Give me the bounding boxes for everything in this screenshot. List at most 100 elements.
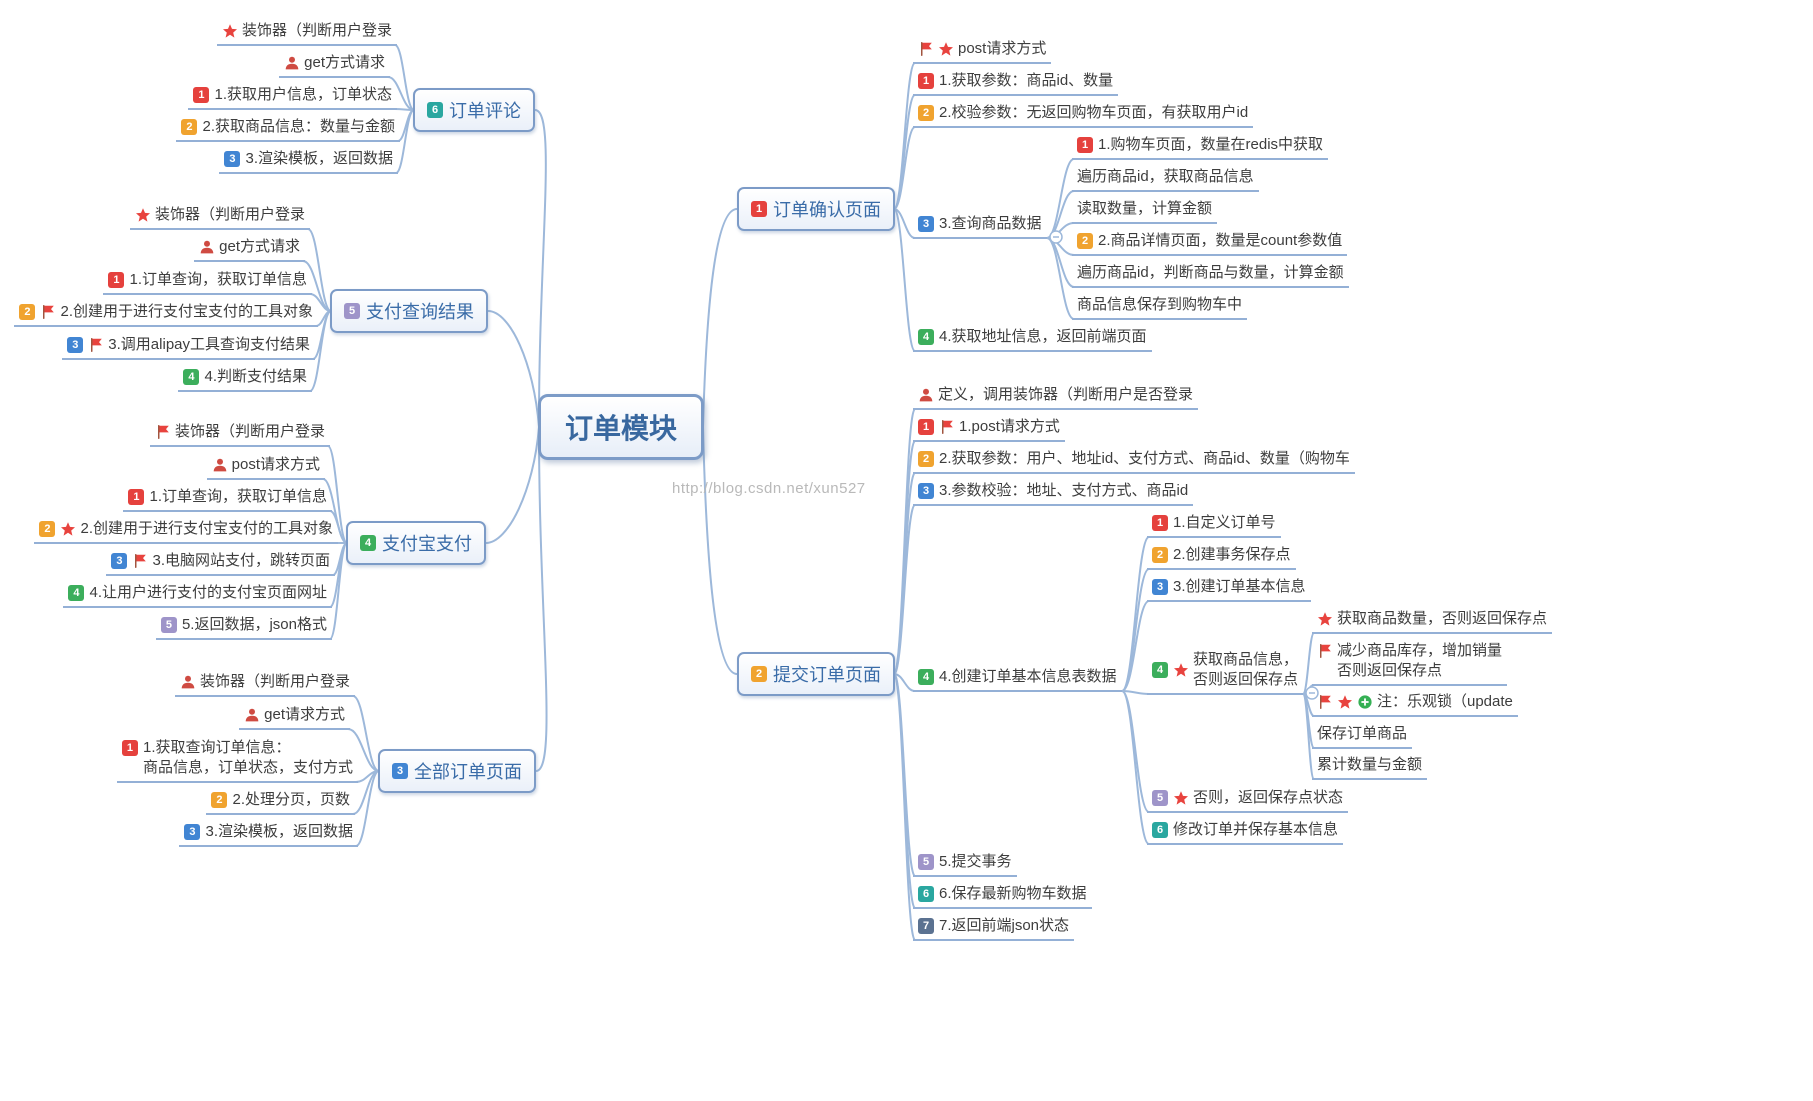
- alipay-post-request[interactable]: post请求方式: [206, 454, 325, 480]
- payquery-get-request[interactable]: get方式请求: [194, 236, 305, 262]
- confirm-query-cart-amount[interactable]: 读取数量，计算金额: [1072, 198, 1218, 224]
- collapse-toggle[interactable]: [1305, 686, 1319, 700]
- goods-optimistic-lock[interactable]: 注：乐观锁（update: [1312, 691, 1518, 717]
- star-icon: [1337, 694, 1353, 710]
- star-icon: [938, 41, 954, 57]
- priority-4-badge: 4: [68, 585, 85, 601]
- submit-step-3[interactable]: 3 3.参数校验：地址、支付方式、商品id: [913, 480, 1194, 506]
- comment-decorator[interactable]: 装饰器（判断用户登录: [216, 20, 397, 46]
- star-icon: [60, 521, 76, 537]
- branch-line: [702, 426, 738, 675]
- branch-line: [1046, 158, 1075, 239]
- branch-line: [309, 293, 332, 312]
- alipay-step-4-label: 4.让用户进行支付的支付宝页面网址: [89, 584, 327, 601]
- goods-get-count[interactable]: 获取商品数量，否则返回保存点: [1312, 608, 1553, 634]
- priority-5-badge: 5: [344, 303, 360, 319]
- order-basic-info-label: 3.创建订单基本信息: [1173, 578, 1306, 595]
- comment-step-3-label: 3.渲染模板，返回数据: [245, 150, 393, 167]
- branch-line: [702, 208, 738, 428]
- priority-1-badge: 1: [128, 489, 145, 505]
- topic-order-comment-label: 订单评论: [449, 101, 521, 121]
- payquery-step-2-label: 2.创建用于进行支付宝支付的工具对象: [60, 303, 313, 320]
- submit-decorator-label: 定义，调用装饰器（判断用户是否登录: [938, 386, 1194, 403]
- allorders-get-request[interactable]: get请求方式: [239, 704, 350, 730]
- alipay-post-request-label: post请求方式: [231, 456, 320, 473]
- branch-line: [893, 673, 916, 941]
- submit-step-2[interactable]: 2 2.获取参数：用户、地址id、支付方式、商品id、数量（购物车: [913, 448, 1355, 474]
- allorders-decorator[interactable]: 装饰器（判断用户登录: [174, 671, 355, 697]
- submit-step-2-label: 2.获取参数：用户、地址id、支付方式、商品id、数量（购物车: [939, 450, 1350, 467]
- priority-4-badge: 4: [183, 369, 200, 385]
- goods-total-amount-label: 累计数量与金额: [1317, 756, 1423, 773]
- confirm-query-cart-loop[interactable]: 遍历商品id，获取商品信息: [1072, 166, 1259, 192]
- submit-step-3-label: 3.参数校验：地址、支付方式、商品id: [939, 482, 1189, 499]
- priority-3-badge: 3: [918, 483, 934, 499]
- order-update-save-label: 修改订单并保存基本信息: [1173, 821, 1339, 838]
- comment-get-request[interactable]: get方式请求: [279, 52, 390, 78]
- priority-2-badge: 2: [918, 451, 934, 467]
- confirm-post-request[interactable]: post请求方式: [913, 38, 1052, 64]
- branch-line: [347, 728, 380, 772]
- priority-4-badge: 4: [1152, 662, 1168, 678]
- topic-order-module[interactable]: 订单模块: [538, 394, 705, 460]
- priority-3-badge: 3: [184, 824, 201, 840]
- payquery-decorator[interactable]: 装饰器（判断用户登录: [129, 204, 310, 230]
- confirm-query-save-cart[interactable]: 商品信息保存到购物车中: [1072, 294, 1248, 320]
- confirm-query-detail-loop[interactable]: 遍历商品id，判断商品与数量，计算金额: [1072, 262, 1349, 288]
- alipay-decorator[interactable]: 装饰器（判断用户登录: [149, 421, 330, 447]
- goods-save-order-goods-label: 保存订单商品: [1317, 725, 1408, 742]
- priority-1-badge: 1: [918, 73, 934, 89]
- submit-step-5-label: 5.提交事务: [939, 853, 1012, 870]
- comment-get-request-label: get方式请求: [304, 54, 385, 71]
- collapse-toggle[interactable]: [1049, 230, 1063, 244]
- allorders-step-1-label: 1.获取查询订单信息： 商品信息，订单状态，支付方式: [142, 739, 353, 776]
- goods-total-amount[interactable]: 累计数量与金额: [1312, 754, 1428, 780]
- priority-2-badge: 2: [19, 304, 36, 320]
- flag-icon: [40, 304, 56, 320]
- goods-reduce-stock[interactable]: 减少商品库存，增加销量 否则返回保存点: [1312, 640, 1508, 686]
- submit-step-4-label: 4.创建订单基本信息表数据: [939, 668, 1117, 685]
- payquery-step-2[interactable]: 2 2.创建用于进行支付宝支付的工具对象: [14, 301, 318, 327]
- goods-save-order-goods[interactable]: 保存订单商品: [1312, 723, 1413, 749]
- priority-2-badge: 2: [39, 521, 56, 537]
- submit-decorator[interactable]: 定义，调用装饰器（判断用户是否登录: [913, 384, 1199, 410]
